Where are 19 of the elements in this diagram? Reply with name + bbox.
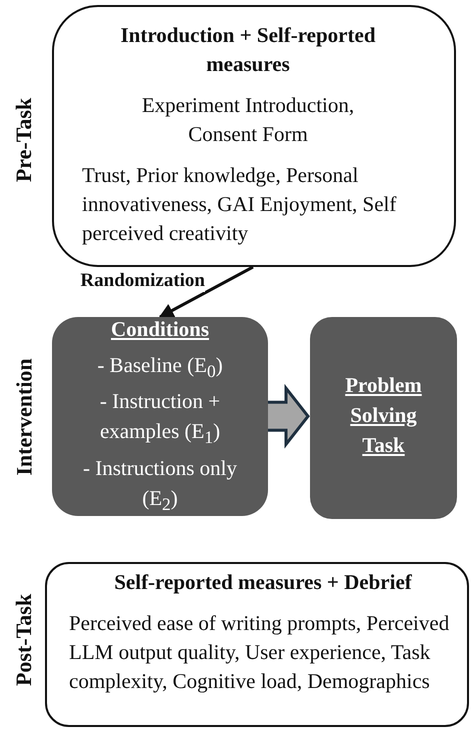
box-text: Experiment Introduction, Consent Form — [140, 92, 356, 148]
stage-label: Intervention — [11, 358, 38, 476]
process-box — [310, 317, 457, 519]
box-heading: Conditions — [110, 316, 210, 344]
box-text: Perceived ease of writing prompts, Perceived LLM output quality, User experience, Task complexity, Cognitive load, Demographics — [69, 610, 450, 695]
edge-label: Randomization — [80, 270, 205, 292]
box-heading: Self-reported measures + Debrief — [114, 569, 412, 596]
box-heading: Introduction + Self-reported measures — [119, 22, 376, 78]
box-text: Trust, Prior knowledge, Personal innovativeness, GAI Enjoyment, Self perceived creativity — [82, 162, 398, 247]
box-text: - Instructions only (E$_{2}$) — [82, 454, 238, 516]
box-heading: Problem Solving Task — [344, 372, 423, 459]
stage-box — [45, 562, 469, 727]
stage-box — [52, 5, 456, 267]
box-text: - Baseline (E$_{0}$) — [97, 352, 223, 384]
stage-label: Post-Task — [11, 594, 38, 686]
box-text: - Instruction + examples (E$_{1}$) — [98, 388, 222, 450]
arrow — [158, 266, 254, 318]
process-box — [52, 317, 268, 516]
stage-label: Pre-Task — [11, 98, 38, 182]
